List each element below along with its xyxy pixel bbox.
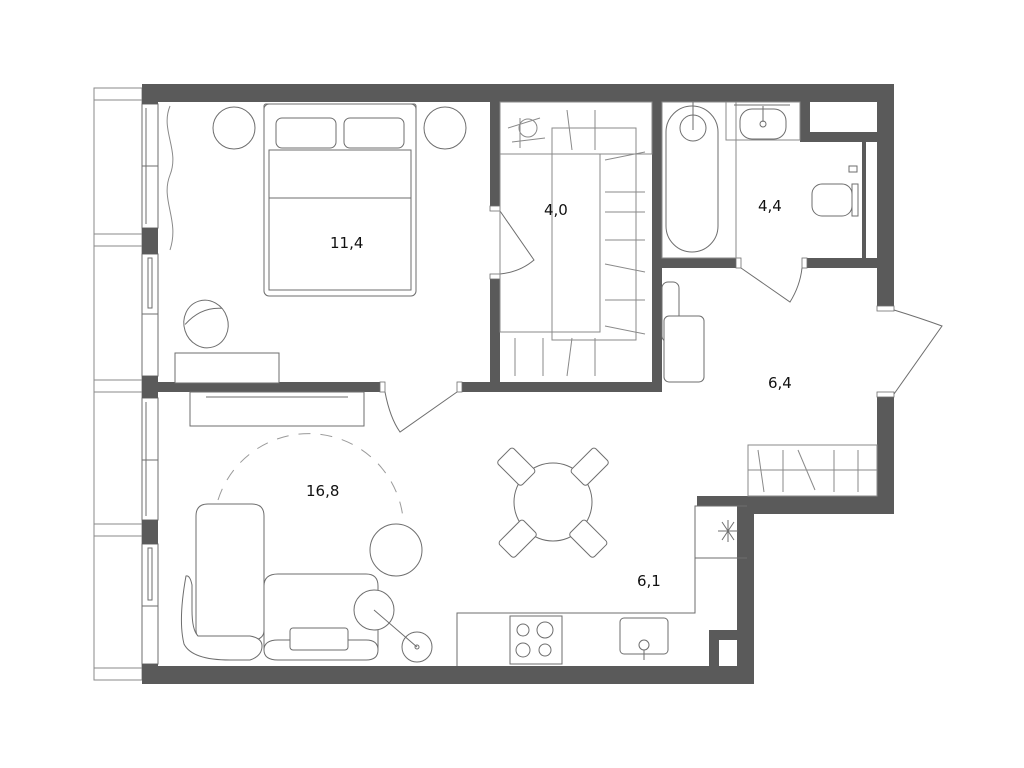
chair-icon <box>497 447 536 486</box>
nightstand-icon <box>212 106 256 150</box>
dining-table-icon <box>513 462 593 542</box>
pillow-icon <box>275 117 337 149</box>
doors <box>384 210 943 433</box>
laundry-icon <box>507 117 546 148</box>
kitchen-counter <box>456 505 747 666</box>
living-door-icon <box>384 391 458 433</box>
hallway-furniture <box>661 281 878 497</box>
hangers-icon <box>514 109 646 377</box>
toilet-icon <box>811 183 853 217</box>
living-room-furniture <box>180 391 433 663</box>
closet-floor <box>499 153 601 333</box>
bathroom-door-icon <box>740 267 803 303</box>
chair-icon <box>498 519 537 558</box>
kitchen-sink-icon <box>619 617 669 655</box>
fridge-icon <box>718 520 738 542</box>
bathroom-furniture <box>661 101 859 259</box>
desk-icon <box>174 352 280 384</box>
rug-outline <box>217 433 404 519</box>
area-label-hallway: 6,4 <box>768 374 792 392</box>
walls <box>142 84 894 684</box>
area-label-closet: 4,0 <box>544 201 568 219</box>
kitchen-furniture <box>456 447 747 666</box>
door-jambs <box>379 205 895 398</box>
area-label-bedroom: 11,4 <box>330 234 363 252</box>
chair-icon <box>569 519 608 558</box>
side-table-icon <box>369 523 423 577</box>
bedroom-furniture <box>166 103 467 384</box>
curtain-icon <box>166 105 174 251</box>
left-window-frames <box>93 87 143 681</box>
area-label-living-room: 16,8 <box>306 482 339 500</box>
entrance-door-icon <box>893 309 943 395</box>
area-labels: 11,4 4,0 4,4 6,4 16,8 6,1 <box>306 197 792 590</box>
area-label-bathroom: 4,4 <box>758 197 782 215</box>
tv-stand-icon <box>189 391 365 427</box>
walk-in-closet-furniture <box>499 101 653 377</box>
hangers-icon <box>757 449 859 493</box>
ottoman-icon <box>663 315 705 383</box>
armchair-icon <box>183 299 229 349</box>
chaise-icon <box>195 503 265 641</box>
pillow-icon <box>343 117 405 149</box>
stove-icon <box>509 615 563 665</box>
nightstand-icon <box>423 106 467 150</box>
cushion-icon <box>289 627 349 651</box>
chair-icon <box>570 447 609 486</box>
closet-door-icon <box>499 210 535 275</box>
bathtub-icon <box>665 105 719 253</box>
blanket-icon <box>268 149 412 199</box>
duvet-icon <box>268 197 412 291</box>
area-label-kitchen: 6,1 <box>637 572 661 590</box>
